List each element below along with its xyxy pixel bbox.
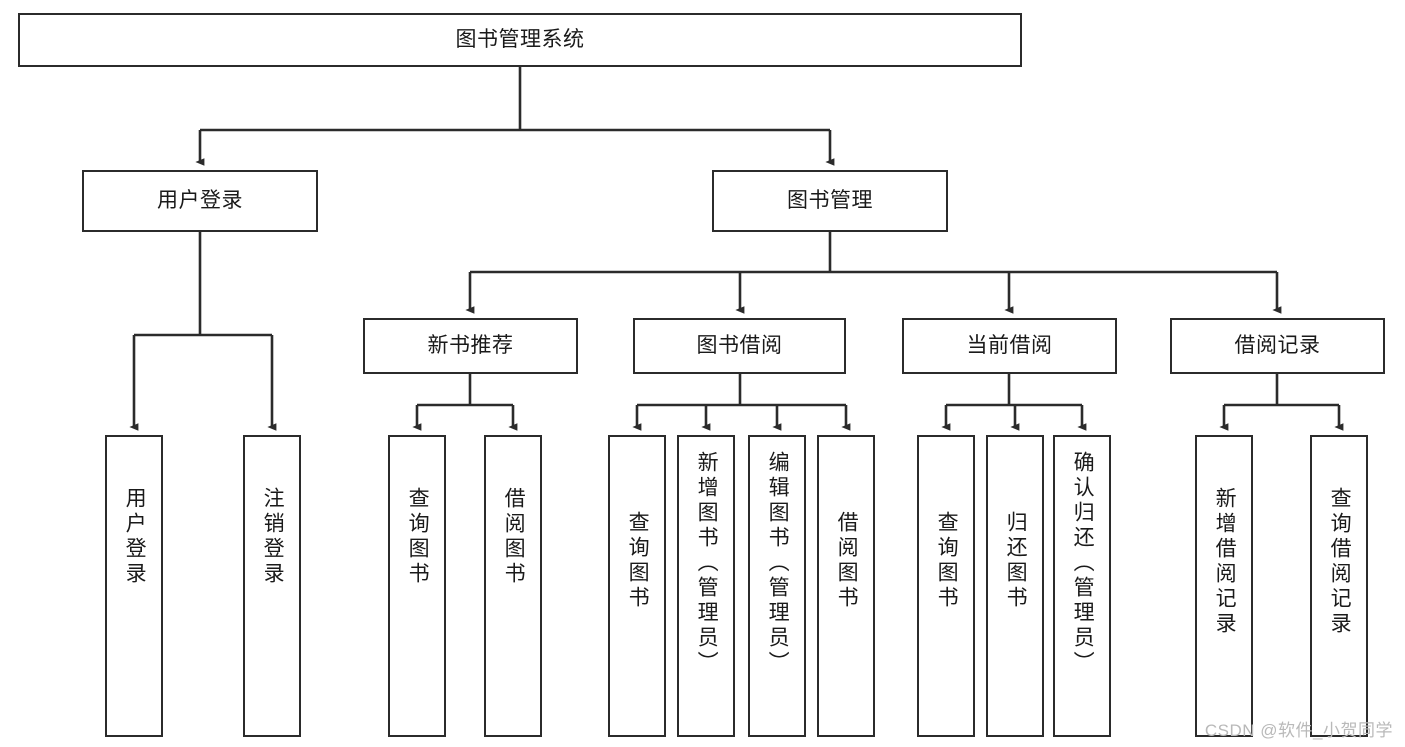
node-new-book-recommendation[interactable]: 新书推荐 (363, 318, 578, 374)
node-label: 用户登录 (123, 487, 147, 587)
node-label: 编辑图书（管理员） (766, 451, 790, 676)
node-leaf-return-book[interactable]: 归还图书 (986, 435, 1044, 737)
node-leaf-query-books-borrow[interactable]: 查询图书 (608, 435, 666, 737)
node-borrow-records[interactable]: 借阅记录 (1170, 318, 1385, 374)
node-label: 图书管理系统 (455, 27, 585, 51)
node-leaf-add-book-admin[interactable]: 新增图书（管理员） (677, 435, 735, 737)
node-leaf-logout[interactable]: 注销登录 (243, 435, 301, 737)
node-leaf-borrow-books-rec[interactable]: 借阅图书 (484, 435, 542, 737)
node-leaf-user-login[interactable]: 用户登录 (105, 435, 163, 737)
node-leaf-lend-book[interactable]: 借阅图书 (817, 435, 875, 737)
node-current-borrowing[interactable]: 当前借阅 (902, 318, 1117, 374)
node-root-book-management-system[interactable]: 图书管理系统 (18, 13, 1022, 67)
node-label: 图书借阅 (696, 333, 783, 357)
node-label: 当前借阅 (966, 333, 1053, 357)
node-label: 新增图书（管理员） (695, 451, 719, 676)
node-leaf-edit-book-admin[interactable]: 编辑图书（管理员） (748, 435, 806, 737)
node-label: 查询图书 (406, 487, 430, 587)
node-label: 查询图书 (626, 511, 650, 611)
node-label: 用户登录 (157, 188, 243, 212)
node-label: 注销登录 (261, 487, 285, 587)
node-leaf-query-books-current[interactable]: 查询图书 (917, 435, 975, 737)
node-label: 借阅图书 (502, 487, 526, 587)
node-label: 借阅图书 (835, 511, 859, 611)
node-user-login[interactable]: 用户登录 (82, 170, 318, 232)
node-label: 图书管理 (787, 188, 873, 212)
node-label: 确认归还（管理员） (1071, 451, 1095, 676)
node-leaf-confirm-return-admin[interactable]: 确认归还（管理员） (1053, 435, 1111, 737)
node-leaf-query-books-rec[interactable]: 查询图书 (388, 435, 446, 737)
node-book-management[interactable]: 图书管理 (712, 170, 948, 232)
node-label: 归还图书 (1004, 511, 1028, 611)
node-label: 查询图书 (935, 511, 959, 611)
node-book-borrowing[interactable]: 图书借阅 (633, 318, 846, 374)
node-label: 借阅记录 (1234, 333, 1321, 357)
node-label: 查询借阅记录 (1328, 487, 1352, 637)
node-label: 新书推荐 (427, 333, 514, 357)
node-leaf-add-borrow-record[interactable]: 新增借阅记录 (1195, 435, 1253, 737)
node-label: 新增借阅记录 (1213, 487, 1237, 637)
node-leaf-query-borrow-record[interactable]: 查询借阅记录 (1310, 435, 1368, 737)
